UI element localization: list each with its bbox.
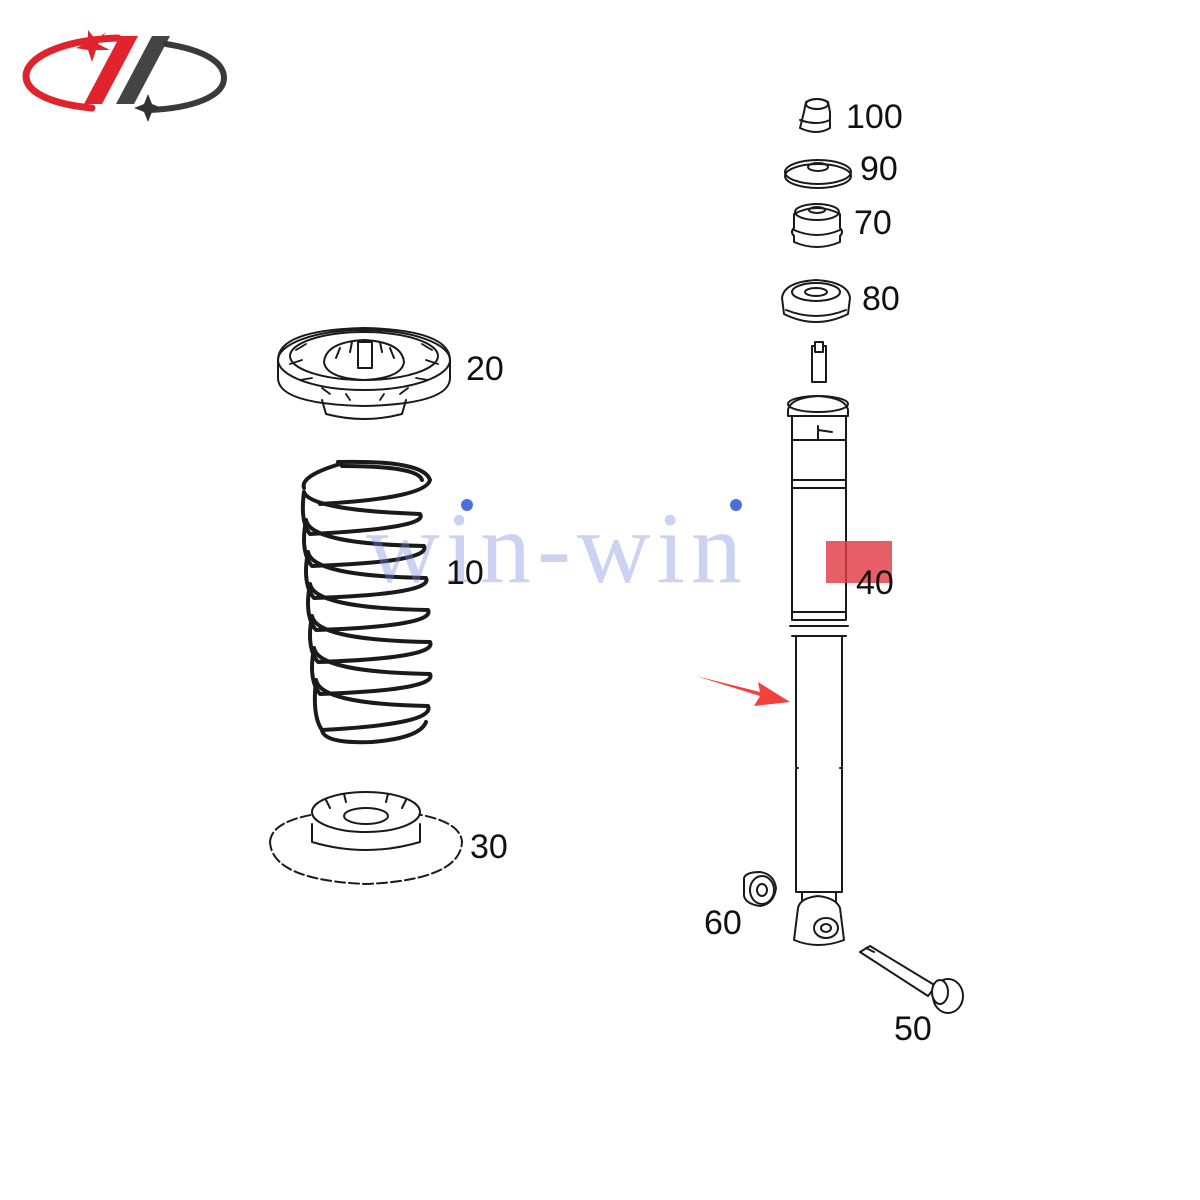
- watermark-text: win-win: [366, 492, 748, 605]
- eye-bushing-icon: [743, 871, 777, 907]
- part-label-20: 20: [466, 350, 504, 388]
- mounting-bolt-icon: [859, 945, 964, 1014]
- coil-spring-icon: [300, 459, 433, 745]
- part-label-70: 70: [854, 204, 892, 242]
- part-label-30: 30: [470, 828, 508, 866]
- highlight-marker: [826, 541, 892, 583]
- brand-logo-icon: [22, 30, 227, 122]
- upper-spring-seat-icon: [277, 327, 451, 420]
- upper-bushing-icon: [791, 203, 843, 248]
- part-label-10: 10: [446, 554, 484, 592]
- part-label-60: 60: [704, 904, 742, 942]
- part-label-50: 50: [894, 1010, 932, 1048]
- lower-spring-pad-icon: [269, 791, 463, 885]
- part-label-40: 40: [856, 564, 894, 602]
- watermark-dot-icon: [461, 499, 473, 511]
- washer-plate-icon: [784, 159, 852, 189]
- rubber-bump-stop-icon: [799, 98, 831, 133]
- shock-absorber-icon: [787, 341, 849, 946]
- pointer-arrow-icon: [696, 676, 790, 706]
- part-label-90: 90: [860, 150, 898, 188]
- part-label-100: 100: [846, 98, 903, 136]
- watermark-dot-icon: [730, 499, 742, 511]
- lower-bushing-icon: [781, 279, 851, 323]
- part-label-80: 80: [862, 280, 900, 318]
